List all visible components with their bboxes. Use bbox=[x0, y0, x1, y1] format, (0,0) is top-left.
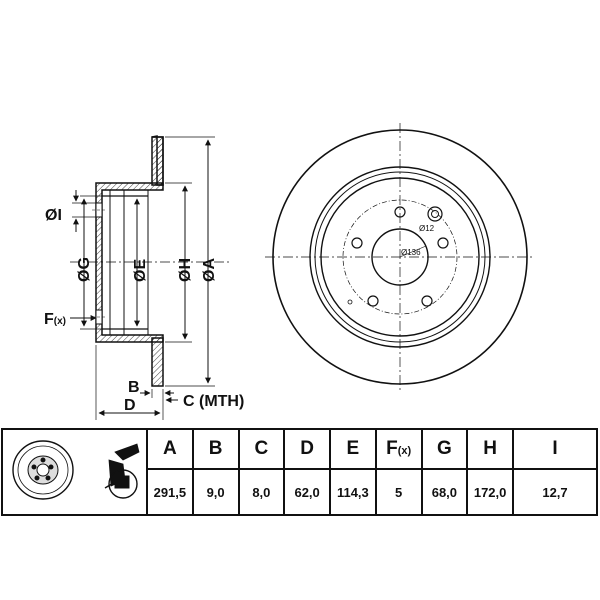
dimension-lines bbox=[70, 136, 215, 420]
spec-header-row: A B C D E F(x) G H I bbox=[1, 428, 598, 516]
spec-value-row: 291,5 9,0 8,0 62,0 114,3 5 68,0 172,0 12… bbox=[2, 468, 598, 516]
caliper-warning-icon bbox=[104, 443, 139, 499]
brake-disc-icon bbox=[11, 440, 74, 500]
label-dim-h: ØH bbox=[177, 258, 194, 282]
header-d: D bbox=[283, 428, 331, 470]
value-i: 12,7 bbox=[512, 468, 598, 516]
bolt-hole bbox=[351, 237, 363, 249]
icons-svg bbox=[11, 440, 139, 500]
label-dim-i: ØI bbox=[45, 207, 62, 224]
icon-cell bbox=[1, 428, 148, 516]
label-bolt-hole-dia: Ø12 bbox=[419, 224, 435, 233]
value-b: 9,0 bbox=[191, 468, 240, 516]
bolt-hole bbox=[421, 295, 433, 307]
front-view bbox=[265, 123, 535, 392]
technical-drawing: ØI ØG ØE ØH ØA F(x) B C (MTH) D Ø12 Ø136 bbox=[44, 123, 535, 420]
label-dim-e: ØE bbox=[132, 259, 149, 282]
label-dim-f: F(x) bbox=[44, 311, 66, 328]
bolt-hole bbox=[367, 295, 379, 307]
value-g: 68,0 bbox=[420, 468, 469, 516]
label-dim-f-sub: (x) bbox=[54, 316, 66, 327]
label-dim-g: ØG bbox=[76, 257, 93, 282]
header-b: B bbox=[191, 428, 240, 470]
value-h: 172,0 bbox=[466, 468, 514, 516]
header-a: A bbox=[146, 428, 194, 470]
value-d: 62,0 bbox=[283, 468, 331, 516]
header-g: G bbox=[420, 428, 469, 470]
bolt-hole bbox=[437, 237, 449, 249]
header-f-sub: (x) bbox=[397, 445, 412, 457]
value-f: 5 bbox=[374, 468, 423, 516]
value-c: 8,0 bbox=[237, 468, 286, 516]
header-h: H bbox=[466, 428, 514, 470]
spec-table: A B C D E F(x) G H I 291,5 9,0 8,0 62,0 … bbox=[1, 428, 598, 516]
label-dim-b: B bbox=[128, 379, 140, 396]
side-section-view bbox=[70, 135, 230, 387]
header-c: C bbox=[237, 428, 286, 470]
header-e: E bbox=[329, 428, 377, 470]
header-i: I bbox=[512, 428, 598, 470]
header-f-letter: F bbox=[386, 438, 398, 459]
label-dim-f-letter: F bbox=[44, 311, 54, 328]
value-a: 291,5 bbox=[146, 468, 194, 516]
header-f: F(x) bbox=[374, 428, 423, 470]
label-dim-c: C (MTH) bbox=[183, 393, 244, 410]
label-dim-d: D bbox=[124, 397, 136, 414]
label-dim-a: ØA bbox=[201, 258, 218, 282]
bolt-circle bbox=[342, 199, 458, 315]
value-e: 114,3 bbox=[329, 468, 377, 516]
label-bolt-circle-dia: Ø136 bbox=[401, 248, 421, 257]
hat-section bbox=[95, 182, 164, 343]
